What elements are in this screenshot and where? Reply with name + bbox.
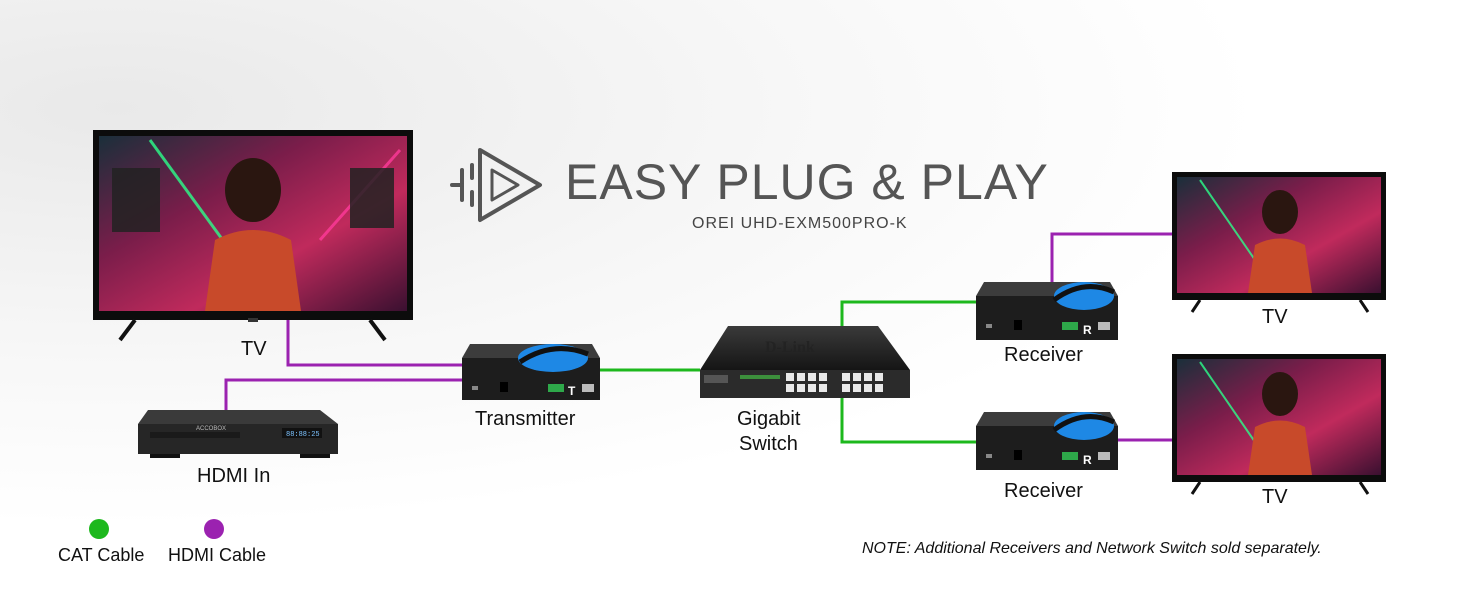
product-model: OREI UHD-EXM500PRO-K (692, 215, 908, 232)
cat-cable-switch-receiver-top (840, 300, 976, 328)
footnote: NOTE: Additional Receivers and Network S… (862, 540, 1322, 557)
page-title: EASY PLUG & PLAY (565, 154, 1049, 210)
label-tv-source: TV (241, 338, 267, 360)
cat-cable-legend-label: CAT Cable (58, 545, 145, 565)
receiver-top-device: R (976, 282, 1118, 340)
receiver-bottom-device: R (976, 412, 1118, 470)
player-display-text: 88:88:25 (286, 431, 320, 439)
cat-cable-legend-dot (89, 519, 109, 539)
tv-source (93, 130, 413, 342)
label-switch-line2: Switch (739, 433, 798, 455)
receiver-bottom-mark-text: R (1083, 453, 1092, 467)
hdmi-cable-receiver-top-tv (1050, 232, 1174, 282)
label-tv-top: TV (1262, 306, 1288, 328)
hdmi-cable-tv-source (286, 318, 462, 367)
hdmi-cable-legend-label: HDMI Cable (168, 545, 267, 565)
player-brand-text: ACCOBOX (196, 426, 226, 432)
hdmi-cable-player (224, 378, 462, 410)
label-hdmi-in: HDMI In (197, 465, 271, 487)
transmitter-device: T (462, 344, 600, 400)
label-tv-bottom: TV (1262, 486, 1288, 508)
label-receiver-bottom: Receiver (1004, 480, 1083, 502)
switch-brand-logo: D-Link (765, 339, 815, 356)
label-receiver-top: Receiver (1004, 344, 1083, 366)
gigabit-switch: D-Link (700, 326, 910, 398)
label-transmitter: Transmitter (475, 408, 576, 430)
hdmi-cable-legend-dot (204, 519, 224, 539)
label-switch-line1: Gigabit (737, 408, 801, 430)
transmitter-mark-text: T (568, 384, 576, 398)
cables (224, 232, 1174, 444)
tv-bottom (1172, 354, 1386, 495)
hdmi-source-player: ACCOBOX 88:88:25 (138, 410, 338, 458)
receiver-top-mark-text: R (1083, 323, 1092, 337)
tv-top (1172, 172, 1386, 313)
plug-play-icon (450, 148, 542, 222)
cat-cable-switch-receiver-bottom (840, 398, 976, 444)
